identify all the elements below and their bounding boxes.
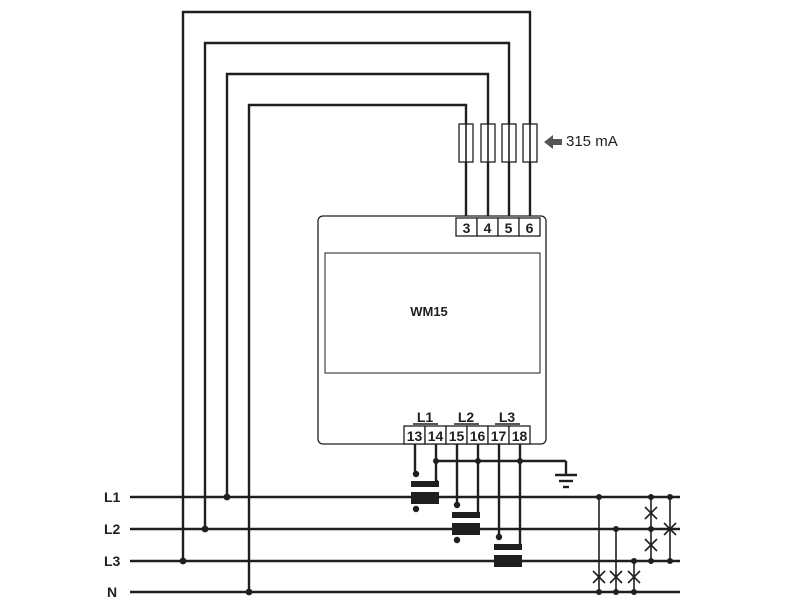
load-cross-icon (592, 570, 606, 584)
terminal-label: 5 (505, 220, 513, 236)
current-transformer-l1 (411, 470, 439, 513)
fuses: 315 mA (458, 123, 618, 163)
meter-model-label: WM15 (410, 304, 448, 319)
terminal-label: 16 (470, 428, 486, 444)
junction-dot (631, 589, 637, 595)
fuse (458, 123, 474, 163)
junction-dot (596, 494, 602, 500)
junction-dot (201, 525, 209, 533)
line-label-l3: L3 (104, 553, 121, 569)
load-cross-icon (644, 538, 658, 552)
line-label-l2: L2 (104, 521, 121, 537)
junction-dot (179, 557, 187, 565)
fuse (522, 123, 538, 163)
load-cross-icon (609, 570, 623, 584)
junction-dot (648, 494, 654, 500)
meter: WM15 3 4 5 6 L1 L2 L3 13 14 (317, 215, 547, 445)
junction-dot (245, 588, 253, 596)
terminal-label: 4 (484, 220, 492, 236)
ct-wiring (411, 444, 577, 567)
ground-icon (555, 473, 577, 489)
junction-dot (667, 558, 673, 564)
terminal-label: 13 (407, 428, 423, 444)
junction-dot (667, 494, 673, 500)
junction-dot (631, 558, 637, 564)
voltage-wire-n (247, 103, 468, 592)
current-transformer-l2 (452, 501, 480, 544)
line-label-n: N (107, 584, 117, 600)
voltage-wire-l3 (181, 10, 532, 561)
current-terminal-block: L1 L2 L3 13 14 15 16 17 18 (403, 409, 531, 445)
terminal-label: 17 (491, 428, 507, 444)
load-connections (592, 494, 677, 595)
fuse (480, 123, 496, 163)
voltage-wires (179, 10, 532, 596)
current-group-label-l3: L3 (499, 409, 516, 425)
load-cross-icon (644, 506, 658, 520)
supply-lines: L1 L2 L3 N (104, 489, 680, 600)
junction-dot (613, 589, 619, 595)
load-cross-icon (663, 522, 677, 536)
terminal-label: 18 (512, 428, 528, 444)
voltage-terminal-block: 3 4 5 6 (455, 217, 541, 237)
line-label-l1: L1 (104, 489, 121, 505)
terminal-label: 6 (526, 220, 534, 236)
terminal-label: 3 (463, 220, 471, 236)
junction-dot (648, 526, 654, 532)
voltage-wire-l1 (225, 72, 490, 497)
current-group-label-l2: L2 (458, 409, 475, 425)
fuse-rating-arrow-icon (544, 135, 562, 149)
meter-display (324, 252, 541, 374)
junction-dot (648, 558, 654, 564)
junction-dot (596, 589, 602, 595)
terminal-label: 15 (449, 428, 465, 444)
fuse-rating-label: 315 mA (566, 133, 618, 150)
junction-dot (613, 526, 619, 532)
fuse (501, 123, 517, 163)
voltage-wire-l2 (203, 41, 511, 529)
junction-dot (223, 493, 231, 501)
current-transformer-l3 (494, 533, 522, 567)
load-cross-icon (627, 570, 641, 584)
current-group-label-l1: L1 (417, 409, 434, 425)
terminal-label: 14 (428, 428, 444, 444)
